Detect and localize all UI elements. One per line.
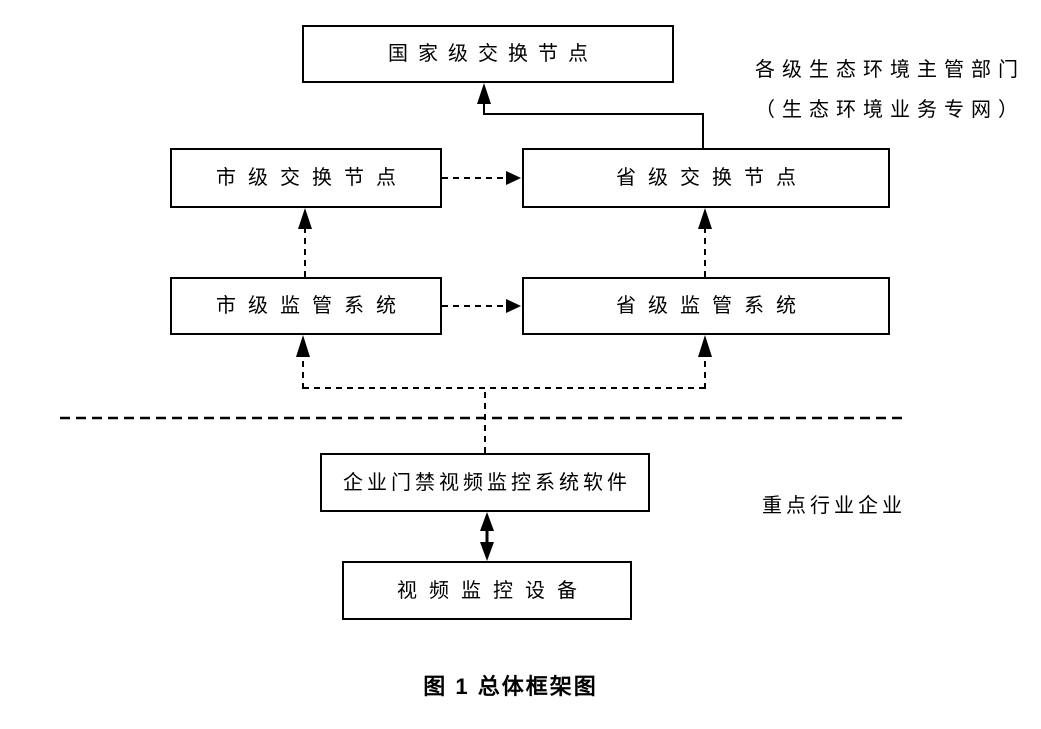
figure-caption: 图 1 总体框架图: [423, 674, 598, 699]
government-zone-label-line2: （生态环境业务专网）: [755, 99, 1025, 121]
node-national-exchange: 国家级交换节点: [302, 25, 674, 83]
node-provincial-supervision: 省级监管系统: [522, 277, 890, 335]
government-zone-label-line1: 各级生态环境主管部门: [755, 59, 1025, 81]
arrow-provincial-exchange-to-national: [477, 83, 704, 148]
arrow-enterprise-to-video-device: [480, 512, 494, 561]
enterprise-zone-label: 重点行业企业: [762, 495, 906, 517]
node-city-supervision: 市级监管系统: [170, 277, 442, 335]
node-city-exchange: 市级交换节点: [170, 148, 442, 208]
arrow-city-supervision-to-provincial-supervision: [442, 299, 521, 313]
arrow-city-supervision-to-city-exchange: [298, 208, 312, 277]
government-zone-label: 各级生态环境主管部门 （生态环境业务专网）: [740, 60, 1040, 140]
node-enterprise-access-video-software: 企业门禁视频监控系统软件: [320, 453, 650, 512]
node-video-surveillance-device: 视频监控设备: [342, 561, 632, 620]
node-provincial-exchange: 省级交换节点: [522, 148, 890, 208]
arrow-enterprise-to-supervision-systems: [296, 335, 712, 453]
arrow-city-exchange-to-provincial-exchange: [442, 171, 521, 185]
arrow-provincial-supervision-to-provincial-exchange: [698, 208, 712, 277]
